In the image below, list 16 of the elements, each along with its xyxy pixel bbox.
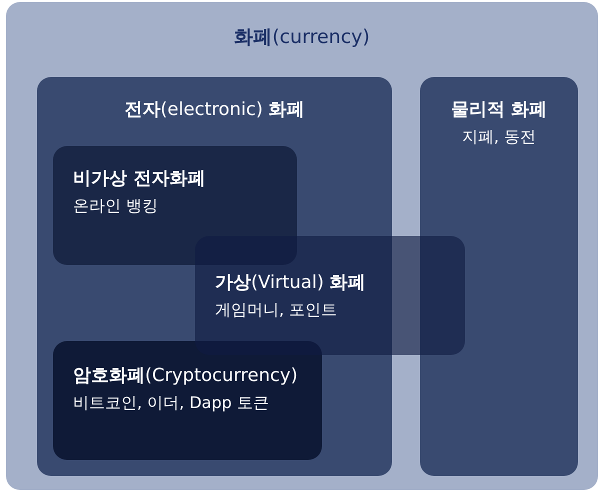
category-box (420, 77, 578, 476)
category-box (37, 77, 392, 476)
box-text: 게임머니, 포인트 (215, 299, 338, 321)
box-heading: 전자(electronic) 화폐 (123, 98, 306, 122)
box-heading: 암호화폐(Cryptocurrency) (73, 364, 299, 388)
box-text: 지폐, 동전 (460, 126, 538, 148)
category-box (53, 146, 297, 265)
box-heading: 가상(Virtual) 화폐 (215, 271, 367, 295)
box-heading: 물리적 화폐 (450, 98, 548, 122)
box-heading: 화폐(currency) (233, 25, 371, 50)
box-heading: 비가상 전자화폐 (73, 167, 206, 191)
category-box (53, 341, 322, 460)
category-panel (6, 2, 598, 490)
category-box (195, 236, 465, 355)
box-text: 온라인 뱅킹 (73, 195, 160, 217)
box-text: 비트코인, 이더, Dapp 토큰 (73, 392, 270, 414)
